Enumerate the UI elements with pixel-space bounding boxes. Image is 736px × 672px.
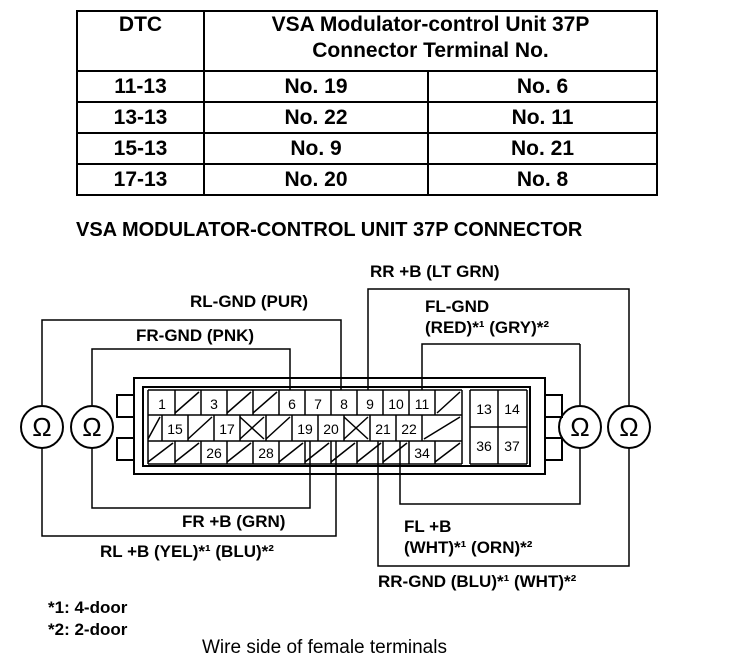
pin-34: 34 — [414, 445, 430, 461]
label-fr-gnd: FR-GND (PNK) — [136, 326, 255, 345]
label-fl-gnd-line2: (RED)*¹ (GRY)*² — [425, 318, 550, 337]
pin-15: 15 — [167, 421, 183, 437]
pin-10: 10 — [388, 396, 404, 412]
label-fl-b-line1: FL +B — [404, 517, 452, 536]
pin-37: 37 — [504, 438, 520, 454]
pin-13: 13 — [476, 401, 492, 417]
wire-fl-b — [399, 441, 581, 505]
label-rl-b: RL +B (YEL)*¹ (BLU)*² — [100, 542, 274, 561]
wire-rl-b — [41, 441, 337, 537]
pin-3: 3 — [210, 396, 218, 412]
pin-28: 28 — [258, 445, 274, 461]
caption: Wire side of female terminals — [202, 637, 447, 658]
connector-tab-left-top — [116, 394, 135, 418]
header-terminal-line1: VSA Modulator-control Unit 37P — [271, 13, 590, 36]
label-fl-gnd-line1: FL-GND — [425, 297, 490, 316]
table-row: 15-13 No. 9 No. 21 — [76, 132, 658, 165]
wire-rr-b — [367, 288, 630, 405]
cell-terminal-a: No. 20 — [203, 163, 429, 196]
cell-terminal-b: No. 21 — [427, 132, 658, 165]
wire-rl-gnd — [41, 319, 342, 405]
header-terminal-line2: Connector Terminal No. — [312, 39, 549, 62]
connector-tab-right-top — [544, 394, 563, 418]
ohmmeter-right-outer — [607, 405, 651, 449]
connector-tab-right-bottom — [544, 437, 563, 461]
cavity-grid — [147, 389, 528, 465]
wire-fl-gnd — [421, 343, 580, 390]
cell-dtc: 17-13 — [76, 163, 205, 196]
pin-20: 20 — [323, 421, 339, 437]
label-rr-gnd: RR-GND (BLU)*¹ (WHT)*² — [378, 572, 577, 591]
table-header-row: DTC VSA Modulator-control Unit 37P Conne… — [76, 10, 658, 72]
wire-fr-b — [91, 441, 311, 509]
table-row: 13-13 No. 22 No. 11 — [76, 101, 658, 134]
cell-terminal-a: No. 9 — [203, 132, 429, 165]
pin-21: 21 — [375, 421, 391, 437]
wire-rr-gnd — [377, 441, 630, 567]
connector-inner — [142, 386, 531, 467]
ohmmeter-left-inner — [70, 405, 114, 449]
ohm-icon: Ω — [619, 412, 638, 442]
pin-17: 17 — [219, 421, 235, 437]
wire-leads — [41, 288, 630, 567]
header-terminal: VSA Modulator-control Unit 37P Connector… — [203, 10, 658, 72]
pin-1: 1 — [158, 396, 166, 412]
pin-22: 22 — [401, 421, 417, 437]
cell-terminal-a: No. 19 — [203, 70, 429, 103]
pin-14: 14 — [504, 401, 520, 417]
ohmmeter-left-outer — [20, 405, 64, 449]
pin-36: 36 — [476, 438, 492, 454]
diagram-title: VSA MODULATOR-CONTROL UNIT 37P CONNECTOR — [76, 219, 583, 241]
pin-7: 7 — [314, 396, 322, 412]
label-rr-b: RR +B (LT GRN) — [370, 262, 500, 281]
wire-fr-gnd — [91, 348, 291, 405]
table-row: 17-13 No. 20 No. 8 — [76, 163, 658, 196]
pin-8: 8 — [340, 396, 348, 412]
footnote-1: *1: 4-door — [48, 598, 128, 617]
label-fl-b-line2: (WHT)*¹ (ORN)*² — [404, 538, 533, 557]
cell-terminal-b: No. 11 — [427, 101, 658, 134]
cell-terminal-b: No. 8 — [427, 163, 658, 196]
footnote-2: *2: 2-door — [48, 620, 128, 639]
ohm-icon: Ω — [82, 412, 101, 442]
pin-26: 26 — [206, 445, 222, 461]
pin-9: 9 — [366, 396, 374, 412]
connector-tab-left-bottom — [116, 437, 135, 461]
pin-19: 19 — [297, 421, 313, 437]
ohm-icon: Ω — [570, 412, 589, 442]
label-rl-gnd: RL-GND (PUR) — [190, 292, 309, 311]
cell-dtc: 13-13 — [76, 101, 205, 134]
table-row: 11-13 No. 19 No. 6 — [76, 70, 658, 103]
label-fr-b: FR +B (GRN) — [182, 512, 286, 531]
cell-dtc: 15-13 — [76, 132, 205, 165]
connector-housing — [133, 377, 546, 475]
header-dtc: DTC — [76, 10, 205, 72]
cell-terminal-b: No. 6 — [427, 70, 658, 103]
ohmmeter-right-inner — [558, 405, 602, 449]
pin-11: 11 — [415, 396, 430, 412]
ohm-icon: Ω — [32, 412, 51, 442]
dtc-table: DTC VSA Modulator-control Unit 37P Conne… — [76, 10, 658, 196]
cell-terminal-a: No. 22 — [203, 101, 429, 134]
cell-dtc: 11-13 — [76, 70, 205, 103]
pin-6: 6 — [288, 396, 296, 412]
